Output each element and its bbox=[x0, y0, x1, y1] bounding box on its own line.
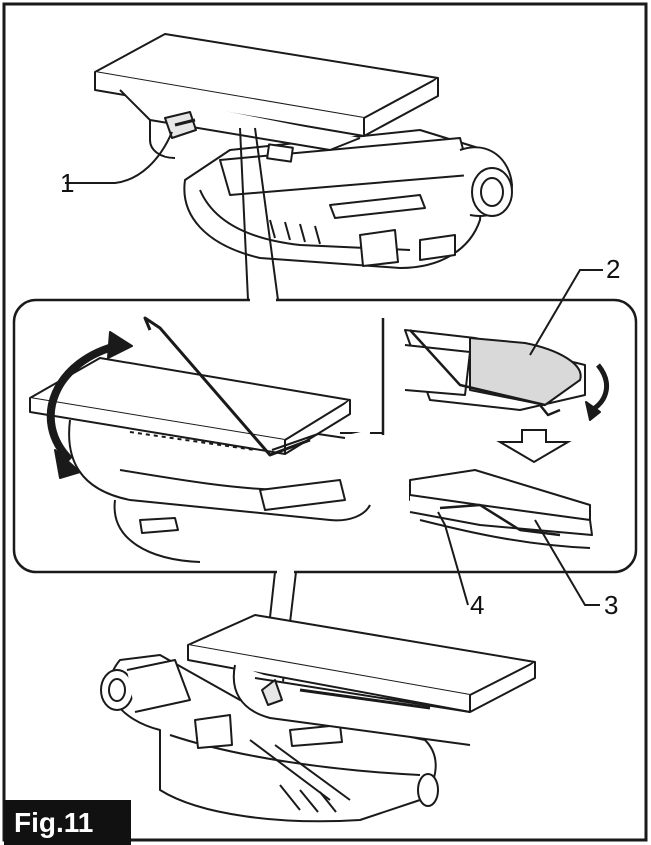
down-arrow-icon bbox=[496, 429, 572, 464]
callout-2: 2 bbox=[606, 254, 621, 284]
detail-left-illustration bbox=[29, 316, 371, 563]
callout-1: 1 bbox=[60, 168, 75, 198]
top-tool-illustration bbox=[94, 33, 513, 269]
bottom-tool-illustration bbox=[100, 614, 536, 823]
detail-right-top-illustration bbox=[404, 329, 609, 421]
callout-leaders bbox=[65, 131, 603, 606]
callout-3: 3 bbox=[604, 590, 619, 620]
top-leader-lines bbox=[239, 127, 279, 301]
figure-label: Fig.11 bbox=[4, 800, 131, 845]
callout-4: 4 bbox=[470, 590, 485, 620]
